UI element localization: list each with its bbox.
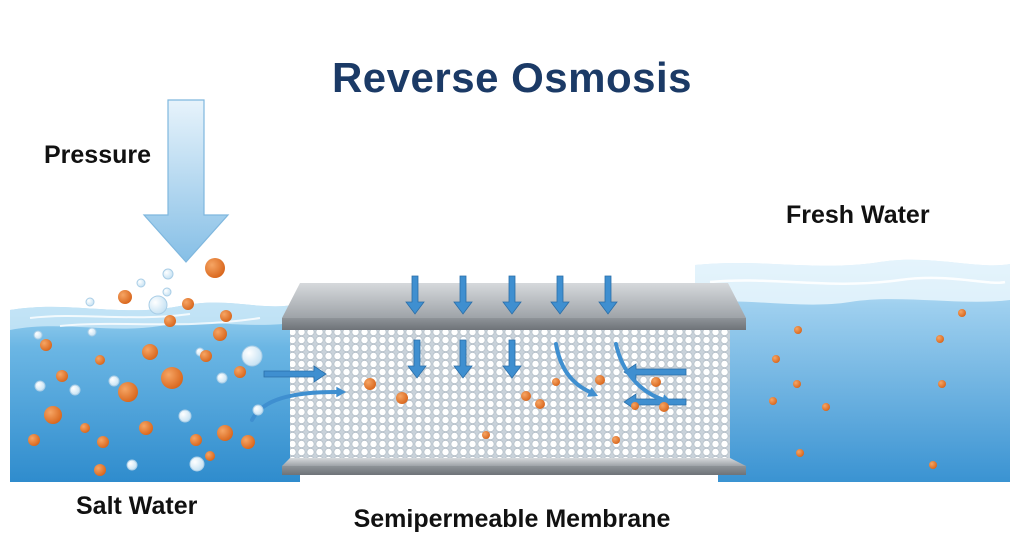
water-bubble xyxy=(136,278,146,288)
water-bubble xyxy=(69,384,81,396)
arrow-icon xyxy=(336,386,346,398)
salt-water-tank xyxy=(10,302,300,482)
arrow-down-icon xyxy=(407,339,427,379)
water-bubble xyxy=(148,295,168,315)
arrow-down-icon xyxy=(453,275,473,315)
water-bubble xyxy=(33,330,43,340)
membrane-label: Semipermeable Membrane xyxy=(353,505,671,533)
arrow-down-icon xyxy=(598,275,618,315)
salt-particle xyxy=(958,309,966,317)
particles xyxy=(28,258,966,476)
salt-particle xyxy=(44,406,62,424)
water-bubble xyxy=(178,409,192,423)
salt-particle xyxy=(659,402,669,412)
salt-particle xyxy=(40,339,52,351)
salt-particle xyxy=(482,431,490,439)
salt-particle xyxy=(241,435,255,449)
arrow-down-icon xyxy=(502,275,522,315)
salt-particle xyxy=(94,464,106,476)
salt-particle xyxy=(182,298,194,310)
salt-particle xyxy=(234,366,246,378)
salt-particle xyxy=(552,378,560,386)
salt-particle xyxy=(769,397,777,405)
salt-particle xyxy=(217,425,233,441)
water-bubble xyxy=(162,287,172,297)
salt-particle xyxy=(220,310,232,322)
salt-particle xyxy=(794,326,802,334)
salt-particle xyxy=(142,344,158,360)
salt-particle xyxy=(364,378,376,390)
salt-particle xyxy=(118,290,132,304)
salt-particle xyxy=(521,391,531,401)
arrow-icon xyxy=(587,387,598,397)
salt-particle xyxy=(822,403,830,411)
salt-particle xyxy=(651,377,661,387)
salt-particle xyxy=(929,461,937,469)
arrow-icon xyxy=(614,342,666,402)
water-bubble xyxy=(85,297,95,307)
diagram-title: Reverse Osmosis xyxy=(331,54,693,101)
salt-particle xyxy=(205,451,215,461)
water-bubble xyxy=(34,380,46,392)
salt-particle xyxy=(200,350,212,362)
salt-particle xyxy=(118,382,138,402)
salt-particle xyxy=(612,436,620,444)
salt-particle xyxy=(190,434,202,446)
fresh-water-label: Fresh Water xyxy=(786,201,930,229)
arrow-down-icon xyxy=(502,339,522,379)
arrow-icon xyxy=(623,393,687,411)
salt-particle xyxy=(97,436,109,448)
arrow-down-icon xyxy=(453,339,473,379)
arrow-icon xyxy=(263,365,327,383)
water-bubble xyxy=(241,345,263,367)
salt-water-label: Salt Water xyxy=(76,492,198,520)
salt-particle xyxy=(28,434,40,446)
salt-particle xyxy=(80,423,90,433)
arrow-down-icon xyxy=(405,275,425,315)
salt-particle xyxy=(535,399,545,409)
water-bubble xyxy=(216,372,228,384)
salt-particle xyxy=(396,392,408,404)
salt-particle xyxy=(161,367,183,389)
water-bubble xyxy=(126,459,138,471)
arrow-icon xyxy=(554,342,592,394)
salt-particle xyxy=(938,380,946,388)
salt-particle xyxy=(796,449,804,457)
salt-particle xyxy=(772,355,780,363)
salt-particle xyxy=(595,375,605,385)
water-bubble xyxy=(162,268,174,280)
pressure-label: Pressure xyxy=(44,141,152,169)
water-bubble xyxy=(252,404,264,416)
salt-particle xyxy=(213,327,227,341)
salt-particle xyxy=(793,380,801,388)
salt-particle xyxy=(936,335,944,343)
water-bubble xyxy=(189,456,205,472)
salt-particle xyxy=(631,402,639,410)
water-bubble xyxy=(108,375,120,387)
fresh-water-tank xyxy=(695,259,1010,482)
water-bubble xyxy=(87,327,97,337)
arrow-down-icon xyxy=(550,275,570,315)
salt-particle xyxy=(164,315,176,327)
salt-particle xyxy=(95,355,105,365)
salt-particle xyxy=(56,370,68,382)
arrow-down-icon xyxy=(142,99,230,263)
flow-arrows xyxy=(250,275,687,422)
salt-particle xyxy=(205,258,225,278)
salt-particle xyxy=(139,421,153,435)
